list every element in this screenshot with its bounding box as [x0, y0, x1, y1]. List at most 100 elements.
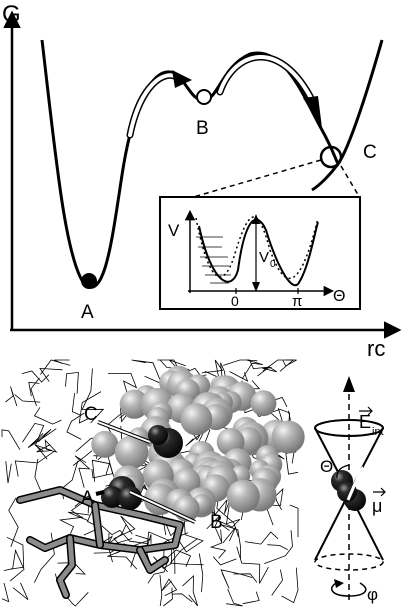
stick-bond — [108, 373, 138, 401]
stick-bond — [93, 543, 137, 568]
site-label-c: C — [84, 404, 98, 425]
zoom-line-right — [340, 165, 361, 199]
rc-axis-label: rc — [367, 336, 385, 361]
stick-bond — [242, 591, 260, 605]
pointer-b-inner — [129, 491, 196, 523]
stick-bond — [5, 461, 12, 484]
stick-bond — [289, 504, 299, 538]
state-a-marker — [81, 273, 97, 289]
protein-atom — [250, 390, 277, 417]
stick-bond — [209, 529, 227, 559]
stick-bond — [91, 459, 110, 482]
protein-atom — [91, 430, 119, 458]
state-a-label: A — [81, 302, 94, 323]
pathway-arrow-2-head — [303, 96, 322, 128]
stick-bond — [28, 381, 40, 397]
stick-bond — [3, 549, 25, 582]
stick-bond — [33, 407, 62, 425]
stick-bond — [101, 525, 149, 545]
phi-label: φ — [367, 585, 378, 604]
barrier-arrow-top — [252, 214, 260, 224]
pointer-a — [95, 490, 105, 496]
stick-bond — [174, 513, 204, 553]
stick-bond — [71, 392, 82, 416]
stick-bond — [163, 544, 192, 567]
pathway-arrow-1-head — [172, 70, 192, 88]
stick-bond — [54, 359, 70, 364]
stick-bond — [279, 359, 295, 372]
stick-bond — [74, 455, 91, 488]
theta-arc — [336, 464, 350, 479]
theta-label: Θ — [320, 457, 333, 476]
stick-bond — [281, 567, 299, 604]
stick-bond — [161, 578, 178, 596]
stick-bond — [12, 582, 29, 601]
state-b-label: B — [196, 118, 209, 139]
site-label-b: B — [210, 512, 223, 533]
pathway-arrow-2-inner — [218, 55, 314, 102]
stick-bond — [81, 368, 105, 424]
stick-bond — [257, 366, 278, 377]
phi-rotation — [330, 581, 367, 597]
protein-atom — [226, 479, 260, 513]
barrier-arrow-bottom — [252, 282, 260, 292]
heme-ring — [16, 486, 184, 599]
stick-bond — [163, 587, 173, 607]
stick-bond — [31, 428, 52, 445]
stick-bond — [172, 546, 176, 575]
stick-bond — [216, 505, 241, 528]
v-axis-label: V — [168, 221, 180, 240]
stick-bond — [220, 524, 241, 559]
dipole-cone-diagram: E int Θ μ φ — [314, 376, 386, 604]
g-axis-label: G — [2, 1, 21, 28]
stick-bond — [212, 556, 237, 566]
ligand-atom — [118, 486, 142, 510]
inset-torsion-potential: V Θ V 0 0 π — [159, 196, 361, 310]
stick-bond — [14, 394, 41, 403]
stick-bond — [27, 428, 57, 449]
molecular-scene: C A B — [1, 359, 305, 607]
curve-tail-c — [311, 163, 340, 192]
stick-bond — [65, 371, 79, 394]
stick-bond — [244, 531, 279, 545]
heme-tube — [92, 502, 103, 548]
stick-bond — [131, 359, 163, 385]
dotted-potential — [195, 216, 319, 280]
barrier-label: V — [259, 249, 269, 266]
field-label: E — [359, 412, 371, 432]
stick-bond — [57, 562, 86, 575]
stick-bond — [6, 536, 25, 570]
protein-atom — [114, 435, 149, 470]
heme-tube — [57, 535, 75, 598]
stick-bond — [21, 370, 50, 383]
stick-bond — [262, 359, 297, 372]
protein-atom — [173, 468, 201, 496]
stick-bond — [182, 574, 199, 607]
stick-bond — [72, 450, 93, 466]
field-vector-mark — [359, 406, 373, 416]
stick-bond — [5, 386, 18, 407]
stick-bond — [68, 511, 90, 522]
stick-bond — [198, 553, 204, 593]
state-b-marker — [196, 89, 212, 105]
stick-bond — [40, 359, 71, 375]
stick-bond — [285, 448, 299, 475]
phi-rotation-head — [334, 579, 344, 588]
stick-bond — [78, 391, 102, 424]
stick-bond — [113, 515, 136, 548]
site-label-a: A — [81, 488, 94, 509]
stick-bond — [206, 515, 223, 544]
state-c-marker — [319, 145, 343, 169]
ligand-atom — [101, 486, 123, 508]
stick-bond — [22, 422, 48, 460]
stick-bond — [1, 582, 10, 603]
stick-bond — [159, 574, 163, 607]
ligand-atom — [148, 425, 168, 445]
field-arrow-head — [343, 376, 355, 392]
theta-axis-label: Θ — [333, 288, 345, 305]
stick-bond — [264, 530, 293, 564]
tick-0: 0 — [231, 293, 239, 309]
stick-bond — [172, 593, 193, 603]
solid-potential — [198, 218, 319, 287]
stick-bond — [39, 367, 63, 382]
